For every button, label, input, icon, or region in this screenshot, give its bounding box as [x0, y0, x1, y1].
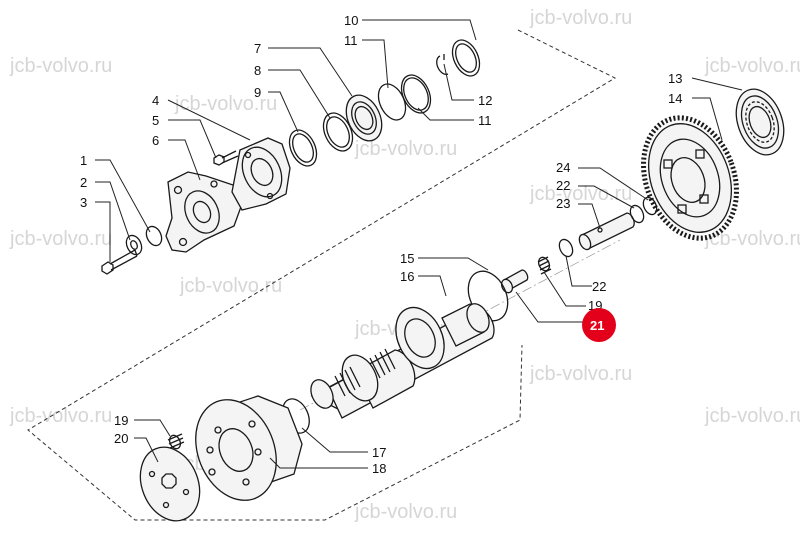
callout-14: 14: [668, 91, 682, 106]
watermark: jcb-volvo.ru: [704, 228, 800, 250]
callout-6: 6: [152, 133, 159, 148]
shaft-16: [310, 303, 495, 419]
spring-19-lower: [167, 433, 185, 450]
ring-11-lower: [400, 74, 432, 114]
bolt-5: [213, 150, 239, 166]
watermark: jcb-volvo.ru: [529, 183, 632, 205]
watermark: jcb-volvo.ru: [704, 55, 800, 77]
callout-22-lower: 22: [592, 279, 606, 294]
watermark: jcb-volvo.ru: [9, 405, 112, 427]
bearing-13: [735, 88, 785, 156]
plug-21: [500, 269, 529, 294]
watermark: jcb-volvo.ru: [529, 363, 632, 385]
callout-8: 8: [254, 63, 261, 78]
callout-12: 12: [478, 93, 492, 108]
callout-11-lower: 11: [478, 113, 492, 128]
callout-7: 7: [254, 41, 261, 56]
cover-4: [231, 137, 291, 211]
callout-5: 5: [152, 113, 159, 128]
watermark: jcb-volvo.ru: [354, 138, 457, 160]
callout-18: 18: [372, 461, 386, 476]
callout-4: 4: [152, 93, 159, 108]
callout-2: 2: [80, 175, 87, 190]
washer-2: [125, 234, 143, 256]
ring-15: [467, 270, 509, 322]
callout-20: 20: [114, 431, 128, 446]
plate-20: [139, 446, 201, 522]
callout-16: 16: [400, 269, 414, 284]
watermark: jcb-volvo.ru: [9, 55, 112, 77]
callout-13: 13: [668, 71, 682, 86]
ring-10: [451, 39, 481, 77]
callout-24: 24: [556, 160, 570, 175]
pin-23: [578, 212, 635, 251]
watermark: jcb-volvo.ru: [529, 7, 632, 29]
watermark: jcb-volvo.ru: [179, 275, 282, 297]
housing-18: [195, 395, 303, 501]
circlip-12: [436, 54, 449, 75]
callout-15: 15: [400, 251, 414, 266]
callout-labels: 1 2 3 4 5 6 7 8 9 10 11 11 12 13 14 15 1…: [80, 13, 682, 476]
bearing-7: [345, 94, 383, 142]
callout-11-upper: 11: [344, 33, 358, 48]
spring-19-upper: [537, 256, 552, 275]
o-ring-22-upper: [629, 204, 645, 224]
o-ring-1: [145, 225, 163, 247]
callout-22-upper: 22: [556, 178, 570, 193]
gear-14: [641, 115, 739, 241]
callout-9: 9: [254, 85, 261, 100]
highlight-badge-21[interactable]: 21: [582, 308, 616, 342]
callout-21: 21: [590, 318, 604, 333]
watermark: jcb-volvo.ru: [354, 501, 457, 523]
callout-19-lower: 19: [114, 413, 128, 428]
assembly-boundary: [27, 29, 617, 521]
watermark: jcb-volvo.ru: [9, 228, 112, 250]
watermark: jcb-volvo.ru: [704, 405, 800, 427]
callout-3: 3: [80, 195, 87, 210]
callout-10: 10: [344, 13, 358, 28]
seal-9: [288, 129, 318, 167]
callout-23: 23: [556, 196, 570, 211]
callout-17: 17: [372, 445, 386, 460]
o-ring-22-lower: [558, 238, 574, 258]
callout-1: 1: [80, 153, 87, 168]
flange-yoke-6: [165, 171, 243, 253]
o-ring-24: [642, 196, 658, 216]
watermark: jcb-volvo.ru: [174, 93, 277, 115]
highlight-marker: [582, 308, 616, 342]
leader-lines: [95, 19, 743, 469]
